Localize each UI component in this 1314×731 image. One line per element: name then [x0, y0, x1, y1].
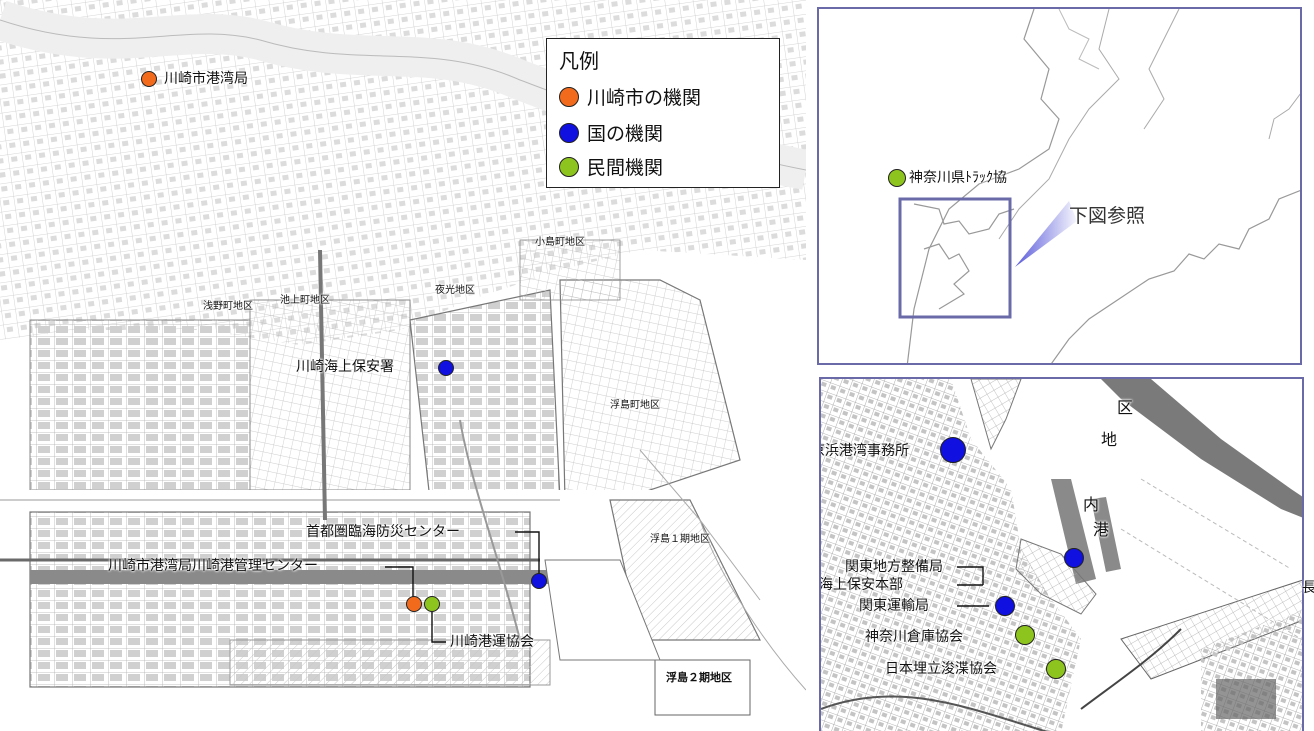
edge-text: 長: [1302, 580, 1314, 596]
city-agency-marker[interactable]: [141, 71, 157, 87]
national-agency-marker[interactable]: [438, 360, 454, 376]
legend: 凡例 川崎市の機関 国の機関 民間機関: [546, 38, 780, 188]
district-label: 夜光地区: [435, 285, 475, 296]
blue-circle-icon: [559, 123, 579, 143]
area-label: 地: [1101, 430, 1118, 449]
legend-item-city: 川崎市の機関: [559, 83, 701, 110]
private-agency-marker[interactable]: [888, 169, 906, 187]
district-label: 池上町地区: [280, 295, 330, 306]
national-agency-marker[interactable]: [531, 573, 547, 589]
marker-label: 関東地方整備局: [845, 559, 943, 575]
legend-item-private: 民間機関: [559, 153, 663, 180]
marker-label: 神奈川倉庫協会: [865, 629, 963, 645]
legend-item-label: 川崎市の機関: [587, 87, 702, 109]
city-agency-marker[interactable]: [406, 596, 422, 612]
area-label: 区: [1117, 398, 1134, 417]
overview-coastline: [898, 9, 1300, 363]
legend-item-national: 国の機関: [559, 119, 663, 146]
district-label: 浅野町地区: [203, 301, 253, 312]
district-label: 小島町地区: [535, 237, 585, 248]
private-agency-marker[interactable]: [424, 596, 440, 612]
marker-label: 関東運輸局: [859, 598, 929, 614]
national-agency-marker[interactable]: [940, 437, 966, 463]
private-agency-marker[interactable]: [1015, 625, 1035, 645]
green-circle-icon: [559, 157, 579, 177]
marker-label: 首都圏臨海防災センター: [306, 524, 460, 540]
marker-label: 川崎海上保安署: [296, 359, 394, 375]
legend-item-label: 国の機関: [587, 123, 664, 145]
marker-label: 神奈川県ﾄﾗｯｸ協: [909, 170, 1007, 186]
marker-label: 第三管区海上保安本部: [819, 577, 903, 593]
area-label: 港: [1093, 520, 1110, 539]
district-label: 浮島１期地区: [650, 534, 710, 545]
overview-map[interactable]: 神奈川県ﾄﾗｯｸ協 下図参照: [817, 7, 1302, 365]
area-label: 内: [1083, 495, 1100, 514]
national-agency-marker[interactable]: [995, 596, 1015, 616]
marker-label: 日本埋立浚渫協会: [885, 661, 997, 677]
detail-map-background: [821, 379, 1302, 731]
marker-label: 京浜港湾事務所: [819, 443, 909, 459]
marker-label: 川崎市港湾局: [164, 71, 248, 87]
private-agency-marker[interactable]: [1046, 659, 1066, 679]
orange-circle-icon: [559, 87, 579, 107]
national-agency-marker[interactable]: [1064, 548, 1084, 568]
main-map[interactable]: 小島町地区 浅野町地区 池上町地区 夜光地区 浮島町地区 浮島１期地区 浮島２期…: [0, 0, 806, 731]
marker-label: 川崎港運協会: [450, 634, 534, 650]
district-label: 浮島町地区: [610, 400, 660, 411]
legend-title: 凡例: [559, 49, 599, 73]
reference-text: 下図参照: [1069, 205, 1146, 227]
district-label: 浮島２期地区: [666, 671, 732, 684]
marker-label: 川崎市港湾局川崎港管理センター: [108, 558, 318, 574]
detail-map[interactable]: 港 内 地 区 京浜港湾事務所 関東地方整備局 第三管区海上保安本部 関東運輸局…: [819, 377, 1304, 731]
legend-item-label: 民間機関: [587, 157, 664, 179]
